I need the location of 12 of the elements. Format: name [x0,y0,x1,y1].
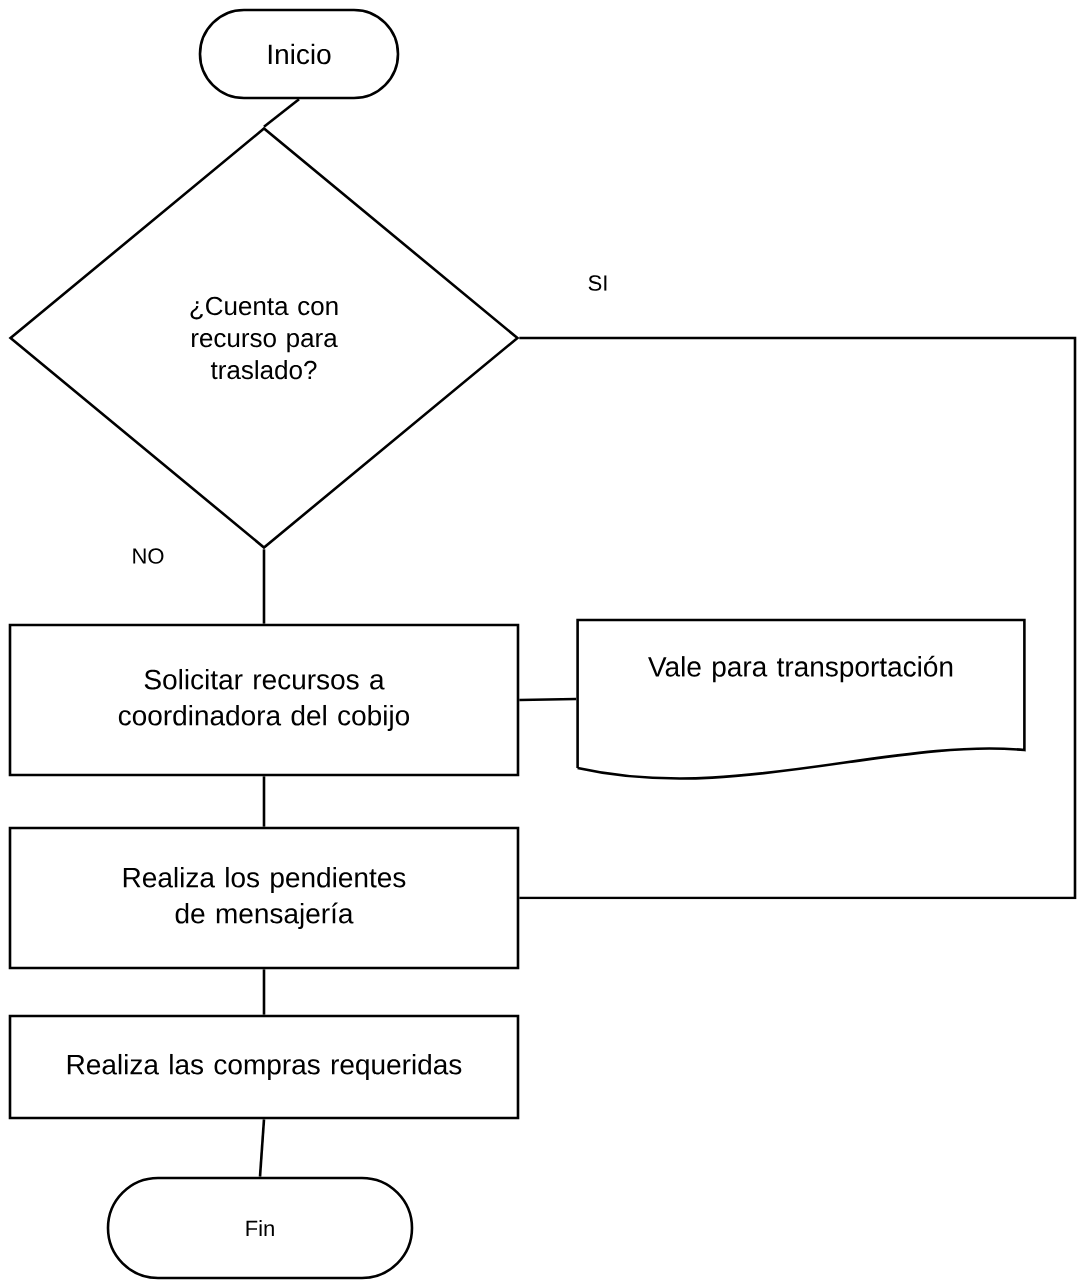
connector-line [519,697,577,702]
connector-line [262,969,266,1015]
edge-label: SI [583,271,613,295]
process-box: Realiza los pendientes de mensajería [8,826,520,970]
connector-line [263,98,300,128]
connector-line [262,776,266,827]
document-shape: Vale para transportación [576,618,1026,780]
process-box: Solicitar recursos a coordinadora del cobijo [8,623,520,777]
connector-line [519,336,1077,900]
process-box: Realiza las compras requeridas [8,1014,520,1120]
connector-line [262,549,266,624]
connector-line [258,1119,266,1177]
